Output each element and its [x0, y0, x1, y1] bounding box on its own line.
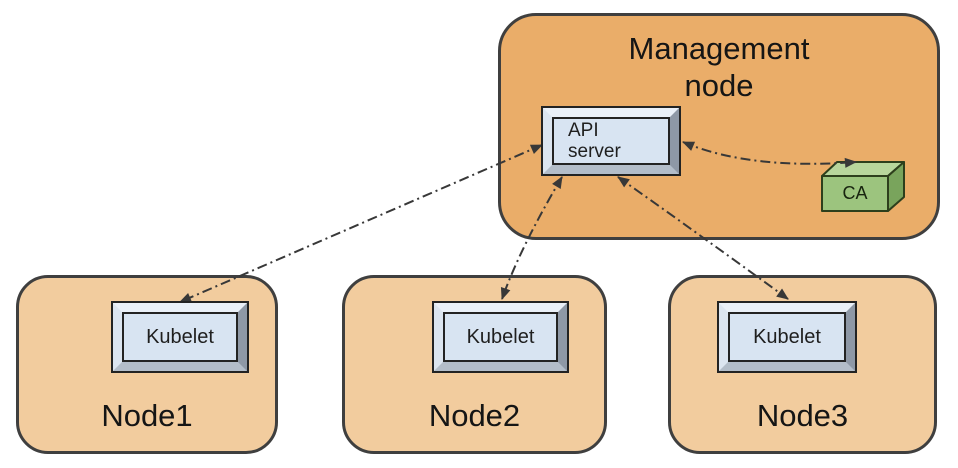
kubelet-box-node3: Kubelet: [717, 301, 857, 373]
arrow-apiserver-kubelet2: [500, 176, 563, 300]
arrow-apiserver-kubelet1: [179, 144, 543, 303]
kubelet-bevel-node3: Kubelet: [719, 303, 855, 371]
kubelet-label-node2: Kubelet: [443, 312, 558, 362]
api-server-label: API server: [552, 117, 670, 165]
kubelet-label-node1: Kubelet: [122, 312, 238, 362]
arrow-apiserver-ca: [682, 141, 857, 168]
ca-box-front: [821, 175, 889, 212]
node2-label: Node2: [428, 398, 521, 433]
node1-label: Node1: [101, 398, 193, 433]
api-server-box: API server: [541, 106, 681, 176]
arrow-apiserver-kubelet3: [617, 176, 789, 300]
api-server-bevel: API server: [543, 108, 679, 174]
node3-label: Node3: [756, 398, 849, 433]
kubelet-box-node2: Kubelet: [432, 301, 569, 373]
kubelet-bevel-node2: Kubelet: [434, 303, 567, 371]
management-node-title: Management node: [628, 31, 810, 103]
kubelet-label-node3: Kubelet: [728, 312, 846, 362]
ca-box: [821, 161, 905, 212]
kubelet-box-node1: Kubelet: [111, 301, 249, 373]
ca-label: CA: [842, 183, 868, 203]
kubelet-bevel-node1: Kubelet: [113, 303, 247, 371]
